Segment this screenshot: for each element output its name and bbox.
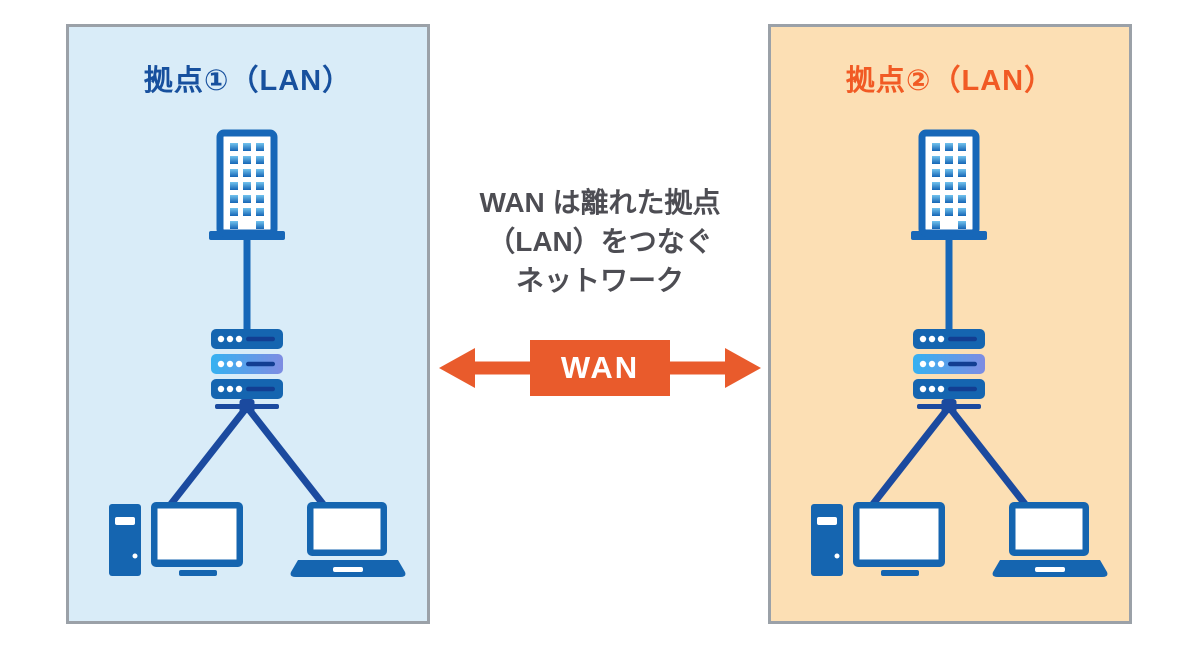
lan-links <box>168 404 326 507</box>
site-panel-1: 拠点①（LAN） <box>66 24 430 624</box>
router-switch-icon <box>211 329 283 399</box>
wan-caption: WAN は離れた拠点 （LAN）をつなぐ ネットワーク <box>436 183 764 300</box>
site-panel-2: 拠点②（LAN） <box>768 24 1132 624</box>
wan-caption-line-3: ネットワーク <box>515 265 684 296</box>
monitor-icon <box>151 502 243 576</box>
lan-diagram-2 <box>811 129 1108 577</box>
pc-tower-icon <box>811 504 843 576</box>
laptop-icon <box>290 502 406 577</box>
router-switch-icon <box>913 329 985 399</box>
arrow-head-left <box>439 348 475 388</box>
lan-links <box>870 404 1028 507</box>
wan-label: WAN <box>560 350 640 385</box>
site-2-title: 拠点②（LAN） <box>845 65 1055 97</box>
office-building-icon <box>911 129 987 240</box>
monitor-icon <box>853 502 945 576</box>
site-1-title: 拠点①（LAN） <box>143 65 353 97</box>
lan-hub <box>917 399 981 413</box>
pc-tower-icon <box>109 504 141 576</box>
wan-caption-line-1: WAN は離れた拠点 <box>479 187 721 218</box>
office-building-icon <box>209 129 285 240</box>
laptop-icon <box>992 502 1108 577</box>
wan-label-box <box>530 340 670 396</box>
lan-diagram-1 <box>109 129 406 577</box>
wan-arrow-graphic <box>439 340 761 396</box>
wan-caption-line-2: （LAN）をつなぐ <box>487 226 713 257</box>
wan-arrow: WAN <box>435 337 765 399</box>
arrow-head-right <box>725 348 761 388</box>
lan-hub <box>215 399 279 413</box>
